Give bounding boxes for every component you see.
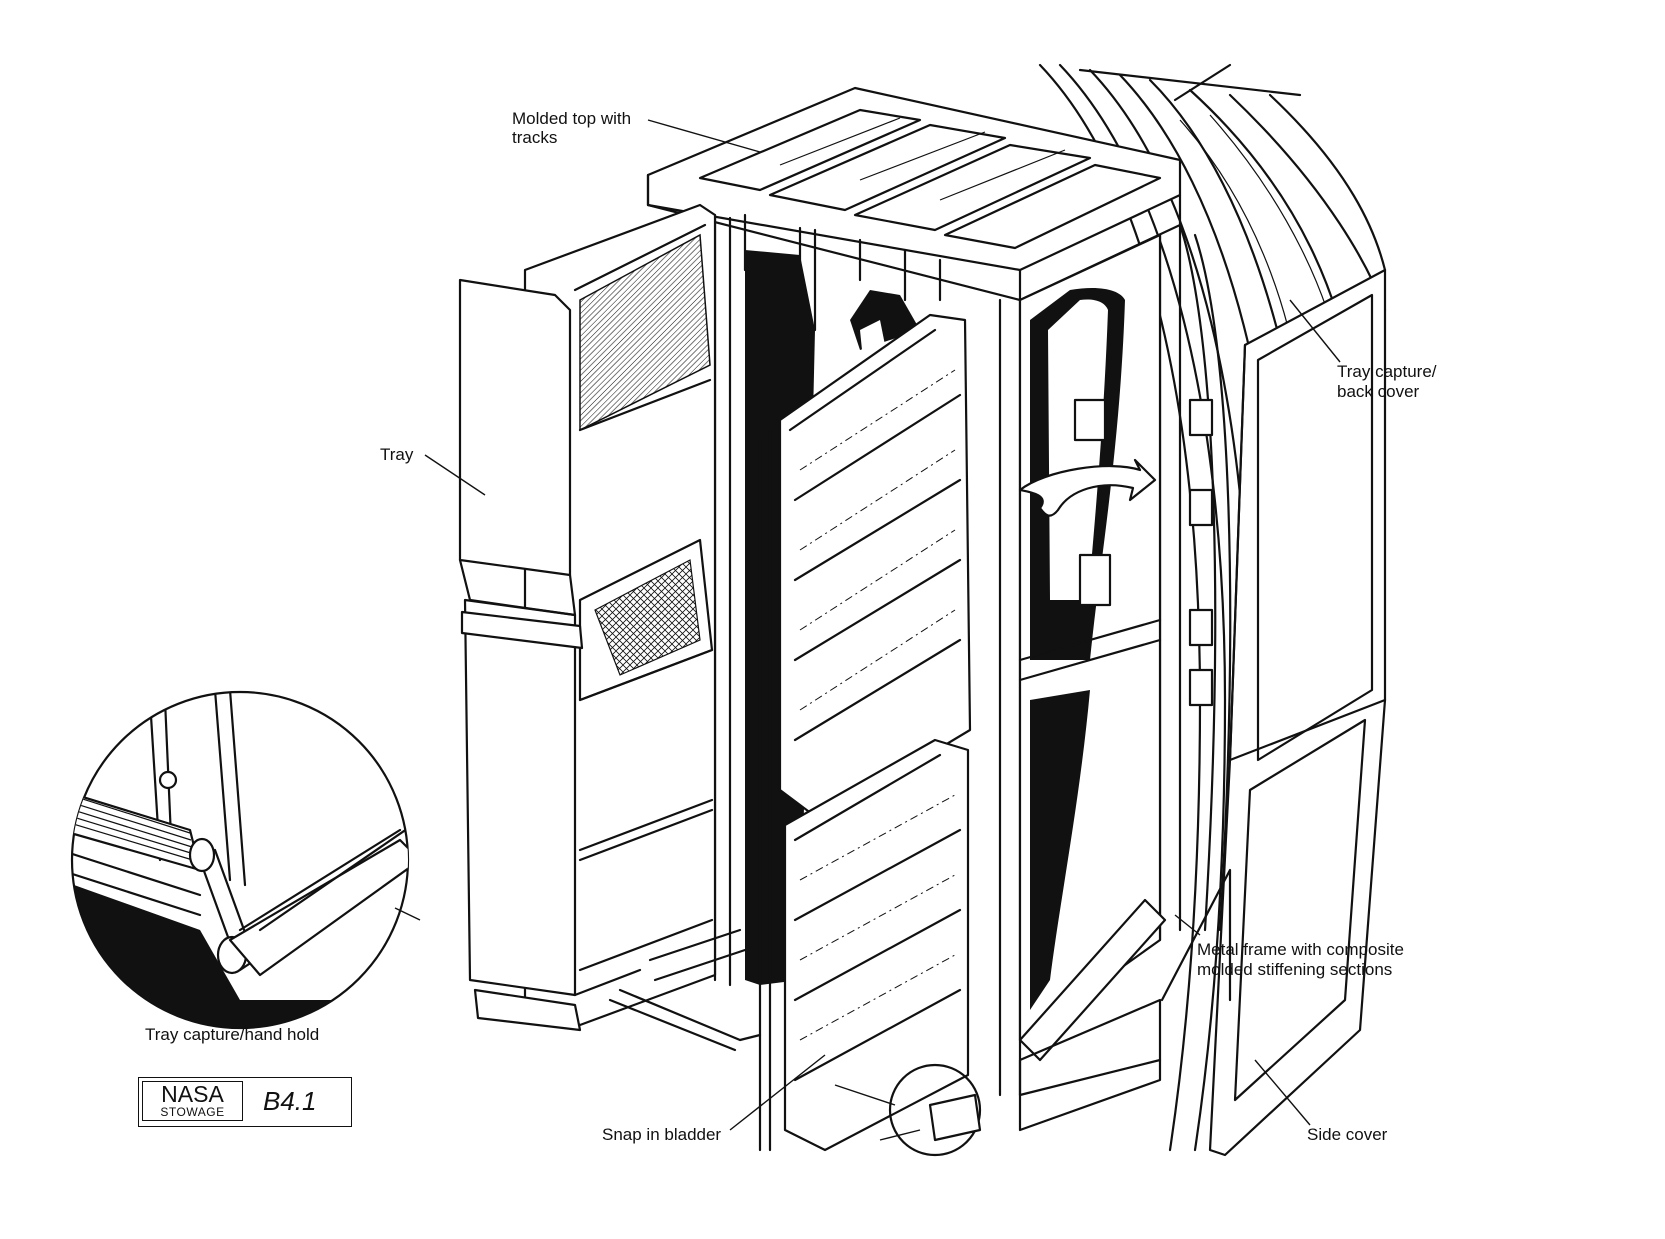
main-frame <box>646 86 1232 1132</box>
side-cover-panel <box>1208 268 1387 1157</box>
stamp-org: NASA <box>161 1081 224 1107</box>
label-molded-top-line1: Molded top with <box>512 109 631 128</box>
detail-circle-tray-capture <box>70 690 410 1030</box>
label-tray-capture-hand-hold: Tray capture/hand hold <box>145 1025 319 1044</box>
grip-ribs <box>72 794 197 862</box>
snap-in-bladder <box>758 313 972 1152</box>
label-molded-top-line2: tracks <box>512 128 557 147</box>
extended-tray <box>458 203 762 1052</box>
label-tray-capture-back-line1: Tray capture/ <box>1337 362 1437 381</box>
stamp-sub: STOWAGE <box>160 1105 225 1119</box>
stamp-code: B4.1 <box>263 1086 317 1116</box>
detail-marker-circle <box>834 1063 982 1157</box>
label-side-cover: Side cover <box>1307 1125 1388 1144</box>
stamp-org-box: NASA STOWAGE <box>142 1081 243 1121</box>
label-metal-frame-line2: molded stiffening sections <box>1197 960 1392 979</box>
label-snap-in-bladder: Snap in bladder <box>602 1125 721 1144</box>
label-tray-capture-back-line2: back cover <box>1337 382 1420 401</box>
callout-labels: Molded top with tracks Tray Tray capture… <box>145 109 1437 1144</box>
label-metal-frame-line1: Metal frame with composite <box>1197 940 1404 959</box>
leader-lines <box>394 119 1341 1131</box>
label-tray: Tray <box>380 445 414 464</box>
nasa-stowage-stamp: NASA STOWAGE B4.1 <box>138 1077 352 1127</box>
